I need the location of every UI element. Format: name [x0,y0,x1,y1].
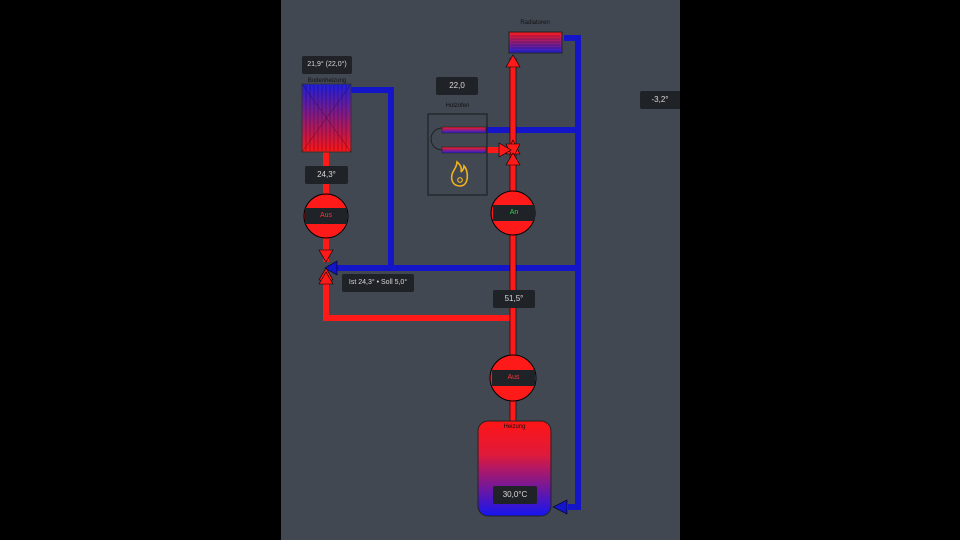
room-temperature: 21,9° (22,0°) [302,56,352,74]
floor-return-pipe [328,87,394,271]
mixer-supply-pipe [323,280,513,321]
wood-stove-unit [427,113,488,196]
mixer-status: Ist 24,3° • Soll 5,0° [342,274,414,292]
floor-heating-title: Bodenheizung [307,78,347,84]
flame-icon [450,160,469,187]
supply-arrow-radiator [505,54,521,68]
supply-pipes [323,58,516,425]
floor-heating-unit [301,83,352,153]
heating-diagram [301,31,581,517]
stove-temperature: 22,0 [436,77,478,95]
radiators-title: Radiatoren [520,20,550,26]
return-arrow-mixer [324,260,338,276]
heating-scheme-panel: Radiatoren Bodenheizung Holzofen Heizung… [281,0,680,540]
main-pump-state: Aus [492,370,535,386]
buffer-tank-temperature: 30,0°C [493,486,537,504]
main-supply-temperature: 51,5° [493,290,535,308]
floor-pump-state: Aus [305,208,347,224]
supply-arrow-stove-side [498,142,512,158]
return-arrow-tank [552,499,568,515]
outside-temperature: -3,2° [640,91,680,109]
radiator-return-pipe [564,35,581,510]
wood-stove-title: Holzofen [445,103,470,109]
mixer-valve-top [318,249,334,263]
floor-supply-temperature: 24,3° [305,166,348,184]
supply-arrow-stove [505,152,521,166]
mixer-arrow-up [318,271,334,285]
buffer-tank-title: Heizung [503,424,526,430]
stove-pump-state: An [493,205,535,221]
radiator-unit [508,31,563,54]
